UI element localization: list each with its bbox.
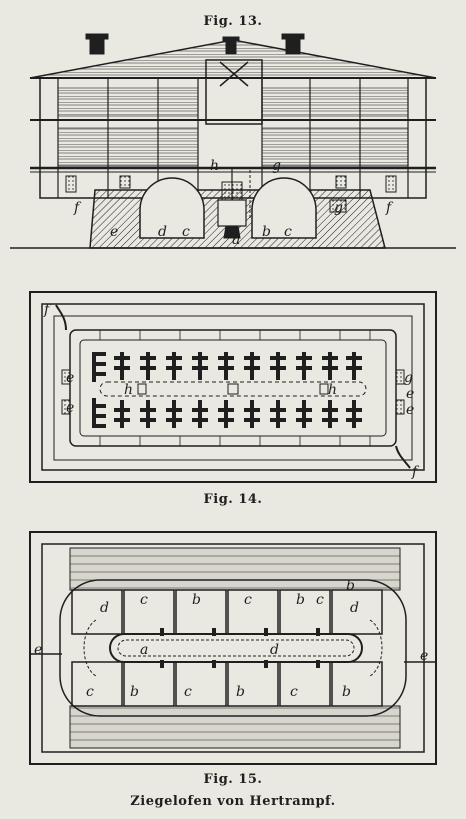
fig15-label-c-b1: c [86, 684, 94, 700]
fig15-label-b-b4: b [236, 684, 245, 700]
fig15-caption: Fig. 15. [203, 772, 263, 787]
fig15-label-b-b2: b [130, 684, 139, 700]
fig13-label-h: h [210, 158, 219, 174]
fig15-label-e-left: e [34, 642, 42, 658]
fig14-grates-bottom [92, 398, 362, 428]
fig15-label-b-t6: b [346, 578, 355, 594]
fig15-label-c-b5: c [290, 684, 298, 700]
fig15-label-d-center: d [270, 642, 279, 658]
fig14-label-e-right: e [406, 386, 414, 402]
fig14-label-h-center: h [124, 382, 133, 398]
fig13-label-a: a [232, 232, 240, 248]
fig14-label-f-bottom: f [411, 464, 420, 480]
fig14-wall-ticks [99, 330, 371, 446]
fig15-label-b-t4: b [296, 592, 305, 608]
fig14-label-e-left-bottom: e [66, 400, 74, 416]
fig13-elevation [10, 33, 456, 249]
fig13-caption: Fig. 13. [203, 14, 263, 29]
fig15-label-c-t5: c [316, 592, 324, 608]
fig15-cells-bottom [71, 661, 383, 707]
fig14-label-h-right: h [328, 382, 337, 398]
fig14-label-f-top: f [43, 302, 52, 318]
fig15-label-d-left: d [100, 600, 109, 616]
fig15-cells-top [71, 589, 383, 635]
fig13-label-b: b [262, 224, 271, 240]
fig15-label-a: a [140, 642, 148, 658]
fig15-label-c-b3: c [184, 684, 192, 700]
fig14-plan [29, 291, 437, 483]
chimney-left [89, 37, 105, 55]
fig15-label-b-b6: b [342, 684, 351, 700]
fig13-label-g-top: g [272, 158, 281, 174]
fig13-label-g-right: g [334, 200, 343, 216]
fig13-label-f-right: f [385, 200, 394, 216]
fig14-label-e-right-bottom: e [406, 402, 414, 418]
fig14-labels: f f e e h h g e e [43, 302, 420, 480]
fig15-labels: d e e d c b c b c b a d c b c b c b [34, 578, 428, 700]
fig13-label-e: e [110, 224, 118, 240]
fig14-label-g-right-top: g [404, 370, 413, 386]
fig14-label-e-left-top: e [66, 370, 74, 386]
fig14-grates-top [92, 352, 362, 382]
fig13-label-f-left: f [73, 200, 82, 216]
fig13-labels: f f e d c h g g a b c [73, 158, 394, 248]
fig13-label-c-left: c [182, 224, 190, 240]
fig13-label-c-right: c [284, 224, 292, 240]
fig15-label-b-t2: b [192, 592, 201, 608]
fig13-label-d: d [158, 224, 167, 240]
fig15-subtitle: Ziegelofen von Hertrampf. [130, 794, 336, 809]
fig15-label-c-t1: c [140, 592, 148, 608]
fig15-label-c-t3: c [244, 592, 252, 608]
fig15-label-d-right: d [350, 600, 359, 616]
fig15-plan [29, 531, 437, 765]
fig15-label-e-right: e [420, 648, 428, 664]
fig14-caption: Fig. 14. [203, 492, 263, 507]
